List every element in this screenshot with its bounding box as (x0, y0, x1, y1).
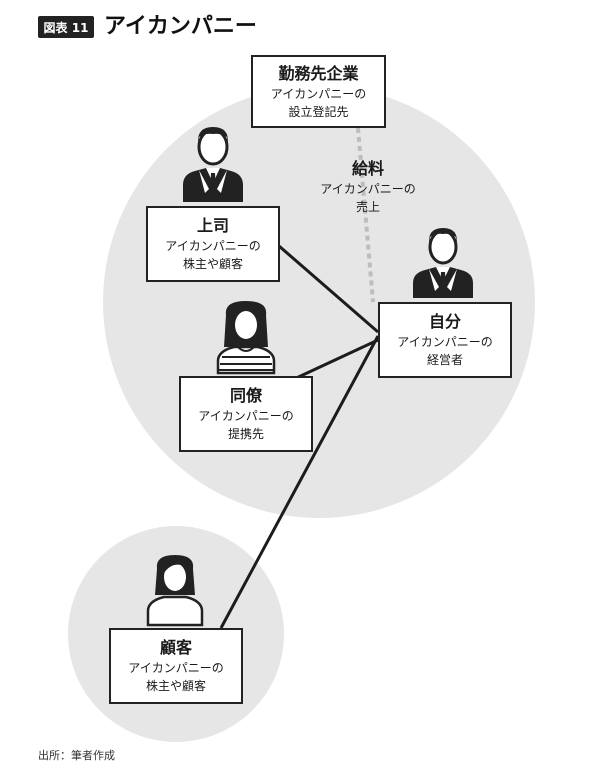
boss-line-1: アイカンパニーの (165, 239, 261, 253)
boss-link-line (278, 244, 379, 334)
salary-line-1: アイカンパニーの (320, 182, 416, 196)
customer-title: 顧客 (159, 638, 192, 657)
self-node: 自分 アイカンパニーの 経営者 (378, 302, 512, 378)
self-title: 自分 (428, 312, 461, 331)
woman-icon (216, 301, 276, 375)
businessman-icon (183, 127, 243, 202)
salary-line-2: 売上 (355, 200, 380, 214)
woman-icon (146, 555, 204, 627)
customer-line-2: 株主や顧客 (145, 679, 206, 693)
customer-node: 顧客 アイカンパニーの 株主や顧客 (109, 628, 243, 704)
salary-flow-line (356, 127, 375, 303)
self-line-1: アイカンパニーの (397, 335, 493, 349)
salary-title: 給料 (351, 159, 384, 178)
colleague-line-1: アイカンパニーの (198, 409, 294, 423)
employer-line-2: 設立登記先 (288, 104, 349, 119)
boss-line-2: 株主や顧客 (182, 257, 243, 271)
customer-line-1: アイカンパニーの (128, 661, 224, 675)
customer-link-line (219, 335, 380, 629)
boss-title: 上司 (196, 216, 229, 235)
employer-node: 勤務先企業 アイカンパニーの 設立登記先 (251, 55, 386, 128)
employer-line-1: アイカンパニーの (270, 86, 367, 101)
colleague-line-2: 提携先 (227, 427, 264, 441)
employer-title: 勤務先企業 (278, 63, 359, 83)
boss-node: 上司 アイカンパニーの 株主や顧客 (146, 206, 280, 282)
businessman-icon (413, 228, 473, 298)
source-note: 出所：筆者作成 (38, 749, 115, 762)
self-line-2: 経営者 (426, 353, 463, 367)
figure-title: アイカンパニー (104, 14, 257, 39)
salary-label: 給料 アイカンパニーの 売上 (300, 158, 436, 216)
figure-number-badge: 図表 11 (38, 16, 94, 38)
colleague-link-line (291, 338, 379, 382)
colleague-node: 同僚 アイカンパニーの 提携先 (179, 376, 313, 452)
colleague-title: 同僚 (229, 386, 262, 405)
